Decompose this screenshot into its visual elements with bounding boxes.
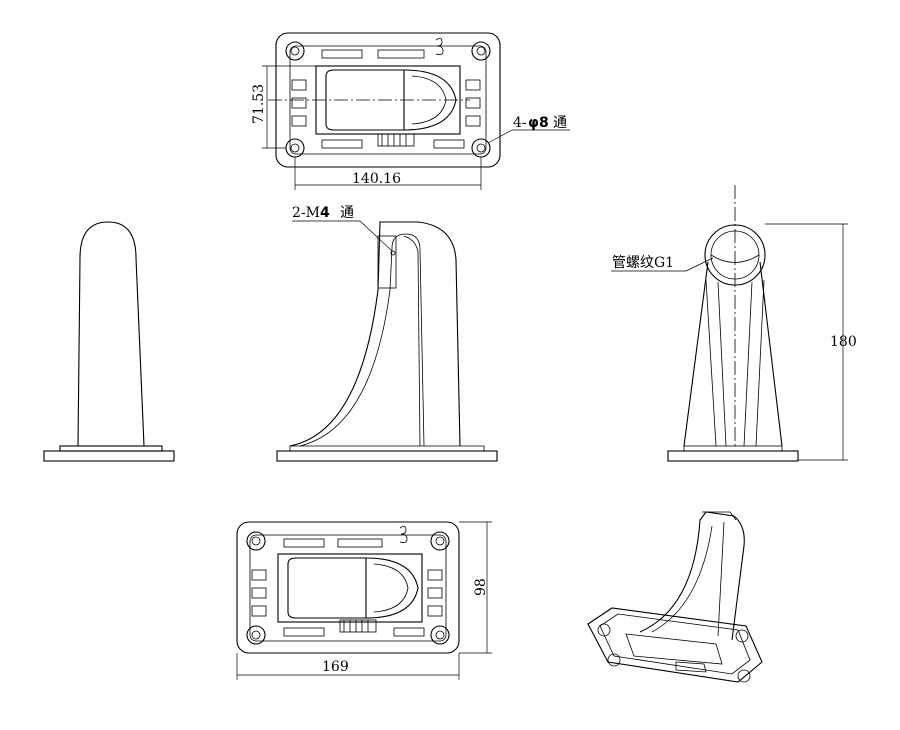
bottom-width-dimension: 169 <box>322 659 349 675</box>
hole-note-diameter: φ8 <box>528 115 549 131</box>
side-view <box>276 220 498 462</box>
top-plan-view <box>262 32 570 190</box>
hole-note-prefix: 4- <box>513 115 527 131</box>
screw-note: 2-M 4 通 <box>292 205 354 221</box>
top-height-dimension: 71.53 <box>251 84 267 124</box>
screw-note-prefix: 2-M <box>292 205 320 221</box>
bottom-plan-view <box>236 521 492 680</box>
isometric-view <box>587 511 763 683</box>
pipe-thread-note: 管螺纹G1 <box>612 255 674 271</box>
side-height-dimension: 180 <box>830 334 857 350</box>
bottom-height-dimension: 98 <box>473 578 489 596</box>
screw-note-suffix: 通 <box>340 205 354 221</box>
hole-note: 4- φ8 通 <box>513 115 567 131</box>
top-width-dimension: 140.16 <box>352 171 401 187</box>
rear-view <box>611 185 848 462</box>
front-view <box>43 221 175 462</box>
hole-note-suffix: 通 <box>553 115 567 131</box>
screw-note-size: 4 <box>320 205 330 221</box>
